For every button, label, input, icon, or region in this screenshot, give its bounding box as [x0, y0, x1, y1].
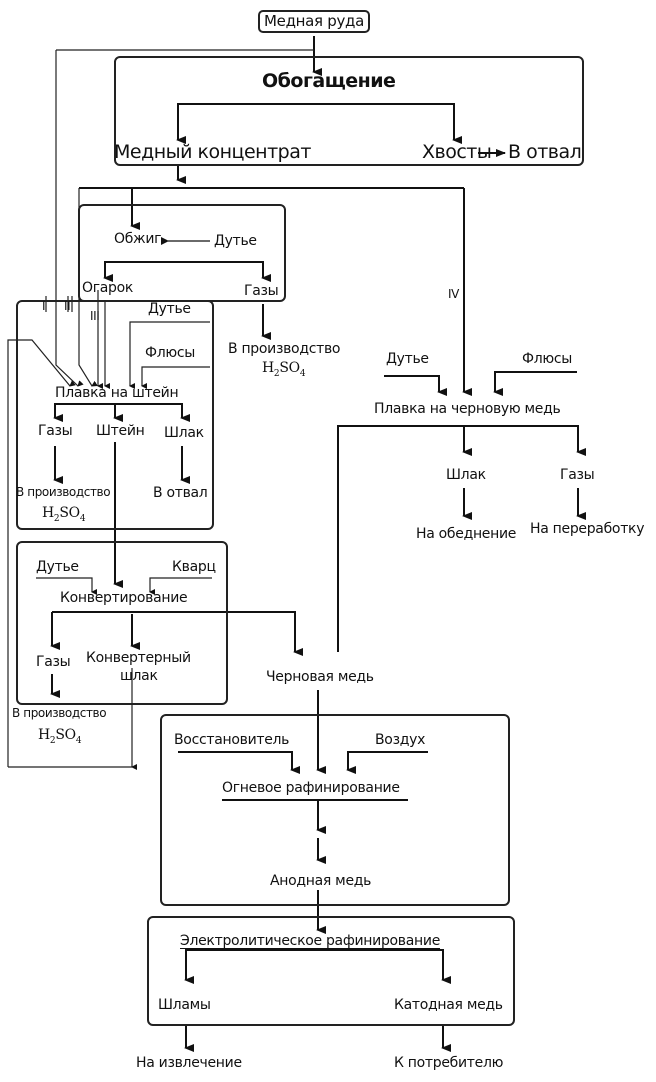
arrow-flux-matte [141, 366, 210, 389]
matte-slag-dest: В отвал [153, 485, 208, 501]
copper-concentrate: Медный концентрат [114, 141, 311, 163]
matte-gases: Газы [38, 423, 73, 439]
roasting-gases-dest: В производство [228, 341, 341, 357]
converter-quartz: Кварц [172, 559, 216, 575]
converter-gases: Газы [36, 654, 71, 670]
route-i-line [55, 50, 84, 387]
matte-smelting-box [16, 300, 214, 530]
roasting-gases: Газы [244, 283, 279, 299]
route-converter-slag-return [7, 339, 76, 767]
matte-fluxes: Флюсы [145, 345, 196, 361]
roasting-acid: H2SO4 [262, 360, 306, 379]
tailings: Хвосты [422, 141, 492, 163]
route-label-i: I [42, 299, 46, 313]
electrolytic-refining-box [147, 916, 515, 1026]
arrow-flux-blister [493, 371, 577, 396]
converter-slag-line1: Конвертерный [86, 650, 191, 666]
cathode-copper: Катодная медь [394, 997, 503, 1013]
matte: Штейн [96, 423, 145, 439]
air: Воздух [375, 732, 426, 748]
arrow-blast-matte [129, 321, 210, 389]
slimes-dest: На извлечение [136, 1055, 242, 1071]
calcine: Огарок [82, 280, 134, 296]
matte-slag: Шлак [164, 425, 204, 441]
arrow-blast-converter [36, 577, 97, 595]
enrichment-stage: Обогащение [262, 70, 396, 92]
converter-acid: H2SO4 [38, 727, 82, 746]
converting-box [16, 541, 228, 705]
blister-slag: Шлак [446, 467, 486, 483]
converter-slag-line2: шлак [120, 668, 158, 684]
blister-copper: Черновая медь [266, 669, 374, 685]
route-label-iii: III [90, 309, 100, 323]
enrichment-box [114, 56, 584, 166]
blister-gases: Газы [560, 467, 595, 483]
fire-refining-stage: Огневое рафинирование [222, 780, 400, 796]
blister-smelting-stage: Плавка на черновую медь [374, 401, 561, 417]
arrow-quartz-converter [149, 577, 212, 595]
roasting-blast: Дутье [214, 233, 257, 249]
blister-fluxes: Флюсы [522, 351, 573, 367]
blister-slag-dest: На обеднение [416, 526, 517, 542]
matte-acid: H2SO4 [42, 505, 86, 524]
tailings-dump: В отвал [508, 141, 582, 163]
blister-gases-dest: На переработку [530, 521, 645, 537]
converter-blast: Дутье [36, 559, 79, 575]
ore-node: Медная руда [258, 10, 370, 33]
slimes: Шламы [158, 997, 211, 1013]
fire-refining-box [160, 714, 510, 906]
converter-gases-dest: В производство [12, 706, 107, 720]
arrow-blast-blister [384, 375, 447, 396]
converting-stage: Конвертирование [60, 590, 188, 606]
reducer: Восстановитель [174, 732, 290, 748]
matte-smelting-stage: Плавка на штейн [55, 385, 179, 401]
matte-blast: Дутье [148, 301, 191, 317]
electrolytic-refining-stage: Электролитическое рафинирование [180, 933, 441, 949]
matte-gases-dest: В производство [16, 485, 111, 499]
blister-blast: Дутье [386, 351, 429, 367]
route-label-ii: II [64, 299, 71, 313]
anode-copper: Анодная медь [270, 873, 372, 889]
roasting-stage: Обжиг [114, 231, 162, 247]
route-label-iv: IV [448, 287, 459, 301]
cathode-dest: К потребителю [394, 1055, 504, 1071]
